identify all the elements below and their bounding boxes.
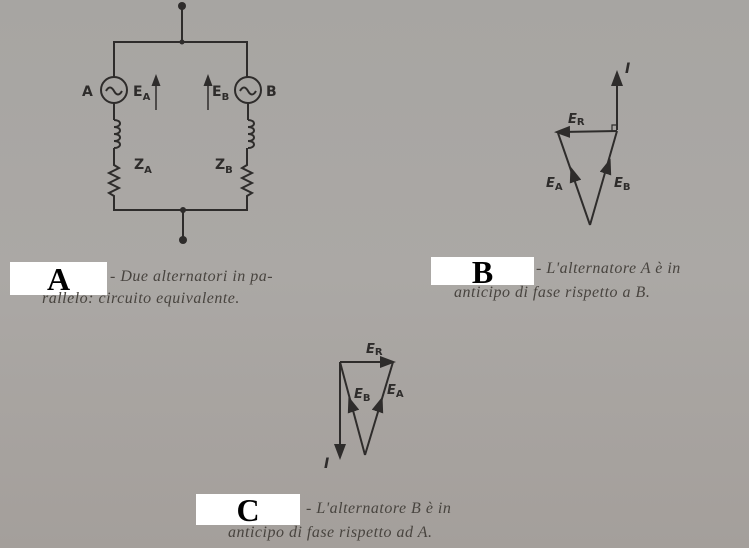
top-bus: [113, 41, 248, 77]
ea-sub: A: [143, 92, 151, 103]
i-label: I: [625, 61, 630, 77]
sine-icon: [239, 86, 257, 96]
eb-label: E: [614, 176, 623, 191]
za-label: Z: [134, 157, 144, 173]
ea-label: E: [546, 176, 555, 191]
figure-tag-c: C: [196, 494, 300, 526]
eb-sub: B: [363, 393, 371, 404]
eb-label: E: [354, 387, 363, 402]
zb-sub: B: [225, 165, 233, 176]
gen-b-label: B: [266, 84, 277, 100]
terminal-dot: [179, 236, 187, 244]
inductor-b-icon: [247, 119, 255, 149]
phasor-diagram-c: [334, 356, 396, 460]
caption-a-line1: - Due alternatori in pa-: [110, 268, 274, 285]
caption-a-line2: rallelo: circuito equivalente.: [42, 290, 240, 307]
ea-label: E: [387, 383, 396, 398]
er-sub: R: [375, 347, 383, 358]
er-sub: R: [577, 117, 585, 128]
figure-tag-b: B: [431, 256, 534, 288]
node-dot: [180, 207, 186, 213]
phasor-diagram-b: [554, 70, 623, 226]
svg-text:EA: EA: [133, 84, 151, 103]
svg-text:ZB: ZB: [215, 157, 233, 176]
svg-text:ER: ER: [568, 112, 585, 128]
eb-sub: B: [222, 92, 230, 103]
svg-text:EA: EA: [546, 176, 563, 193]
node-dot: [179, 39, 185, 45]
zb-label: Z: [215, 157, 225, 173]
za-sub: A: [144, 165, 152, 176]
eb-phasor: [589, 130, 618, 226]
resistors-and-bottom-bus: [106, 148, 255, 211]
svg-text:ZA: ZA: [134, 157, 152, 176]
eb-sub: B: [623, 182, 631, 193]
right-angle-icon: [611, 124, 617, 131]
parallel-circuit: [100, 6, 262, 240]
gen-a-label: A: [82, 84, 93, 100]
caption-b-line1: - L'alternatore A è in: [536, 260, 681, 277]
er-label: E: [366, 342, 375, 357]
eb-label: E: [212, 84, 222, 100]
figure-tag-a: A: [10, 262, 107, 296]
er-phasor: [554, 125, 618, 138]
svg-text:ER: ER: [366, 342, 383, 358]
svg-text:EB: EB: [212, 84, 229, 103]
inductor-a-icon: [113, 119, 121, 149]
caption-c-line1: - L'alternatore B è in: [306, 500, 452, 517]
svg-text:EB: EB: [614, 176, 631, 193]
caption-b-line2: anticipo di fase rispetto a B.: [454, 284, 651, 301]
caption-c-line2: anticipo di fase rispetto ad A.: [228, 524, 433, 541]
sine-icon: [105, 86, 123, 96]
svg-text:EB: EB: [354, 387, 371, 404]
ea-label: E: [133, 84, 143, 100]
er-label: E: [568, 112, 577, 127]
ea-sub: A: [555, 182, 563, 193]
ea-sub: A: [396, 389, 404, 400]
i-label: I: [324, 456, 329, 472]
terminal-dot: [178, 2, 186, 10]
svg-text:EA: EA: [387, 383, 404, 400]
